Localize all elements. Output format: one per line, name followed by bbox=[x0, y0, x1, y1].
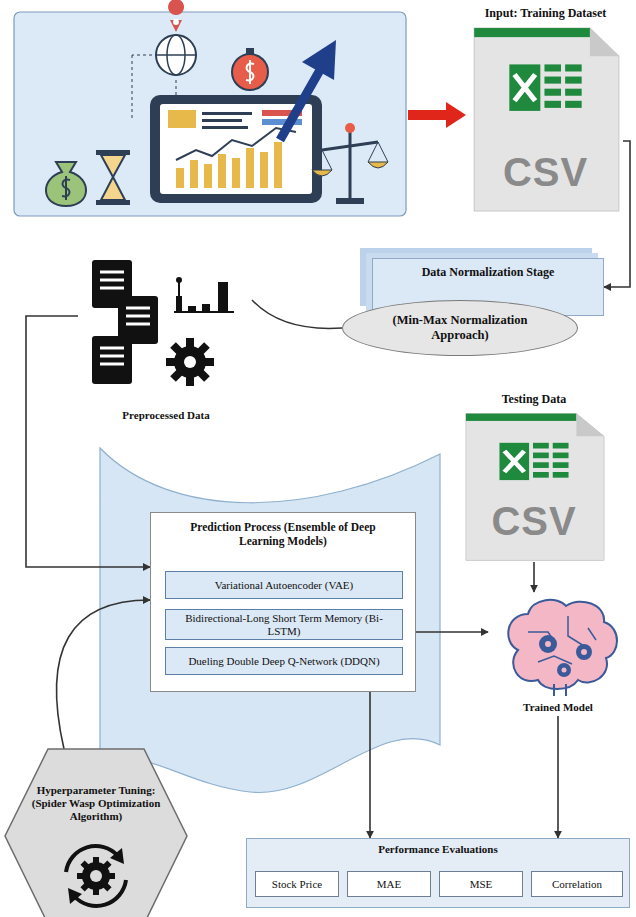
flow-connector bbox=[252, 300, 342, 328]
model-box: Variational Autoencoder (VAE) bbox=[165, 571, 403, 599]
flow-connector bbox=[56, 600, 150, 749]
flow-connector bbox=[369, 692, 371, 838]
file-type-label: CSV bbox=[468, 150, 623, 195]
model-name: Bidirectional-Long Short Term Memory (Bi… bbox=[170, 612, 398, 637]
model-box: Bidirectional-Long Short Term Memory (Bi… bbox=[165, 609, 403, 640]
node-label: (Min-Max Normalization Approach) bbox=[373, 313, 547, 343]
node-label: Data Normalization Stage bbox=[377, 265, 599, 279]
file-heading: Testing Data bbox=[460, 392, 608, 412]
preprocessed-icons bbox=[78, 256, 254, 424]
icon-caption: Trained Model bbox=[488, 701, 628, 716]
model-box: Dueling Double Deep Q-Network (DDQN) bbox=[165, 647, 403, 675]
method-ellipse: (Min-Max Normalization Approach) bbox=[342, 300, 578, 356]
metric-box: Stock Price bbox=[255, 871, 339, 897]
process-box: Prediction Process (Ensemble of Deep Lea… bbox=[150, 512, 416, 692]
csv-file-node: Input: Training DatasetCSV bbox=[468, 6, 623, 213]
flow-connector bbox=[416, 631, 488, 633]
metric-name: Stock Price bbox=[272, 878, 322, 891]
tuning-hexagon: Hyperparameter Tuning: (Spider Wasp Opti… bbox=[4, 748, 188, 917]
model-icon-node: Trained Model bbox=[488, 592, 628, 716]
process-title: Prediction Process (Ensemble of Deep Lea… bbox=[161, 521, 405, 549]
flow-connector bbox=[533, 562, 535, 592]
ensemble-region bbox=[100, 448, 440, 793]
metric-box: Correlation bbox=[531, 871, 623, 897]
model-name: Variational Autoencoder (VAE) bbox=[215, 579, 353, 592]
illustration-panel bbox=[14, 12, 406, 216]
data-icon-node: Preprocessed Data bbox=[78, 256, 254, 424]
csv-file-node: Testing DataCSV bbox=[460, 392, 608, 562]
panel-title: Performance Evaluations bbox=[251, 843, 625, 856]
hexagon-shape bbox=[4, 748, 188, 917]
metric-name: MAE bbox=[377, 878, 401, 891]
brain-icon bbox=[488, 592, 628, 716]
metric-name: Correlation bbox=[552, 878, 602, 891]
icon-caption: Preprocessed Data bbox=[78, 409, 254, 424]
tuning-label: Hyperparameter Tuning: (Spider Wasp Opti… bbox=[22, 784, 170, 824]
flow-connector bbox=[557, 716, 559, 838]
metric-box: MSE bbox=[439, 871, 523, 897]
evaluation-panel: Performance EvaluationsStock Price MAE MSE… bbox=[246, 838, 630, 908]
finance-illustration bbox=[46, 0, 388, 206]
metric-box: MAE bbox=[347, 871, 431, 897]
flow-connector bbox=[26, 316, 150, 567]
file-type-label: CSV bbox=[460, 499, 608, 544]
file-heading: Input: Training Dataset bbox=[468, 6, 623, 26]
model-name: Dueling Double Deep Q-Network (DDQN) bbox=[188, 655, 379, 668]
flow-arrow bbox=[408, 102, 466, 128]
metric-name: MSE bbox=[470, 878, 493, 891]
